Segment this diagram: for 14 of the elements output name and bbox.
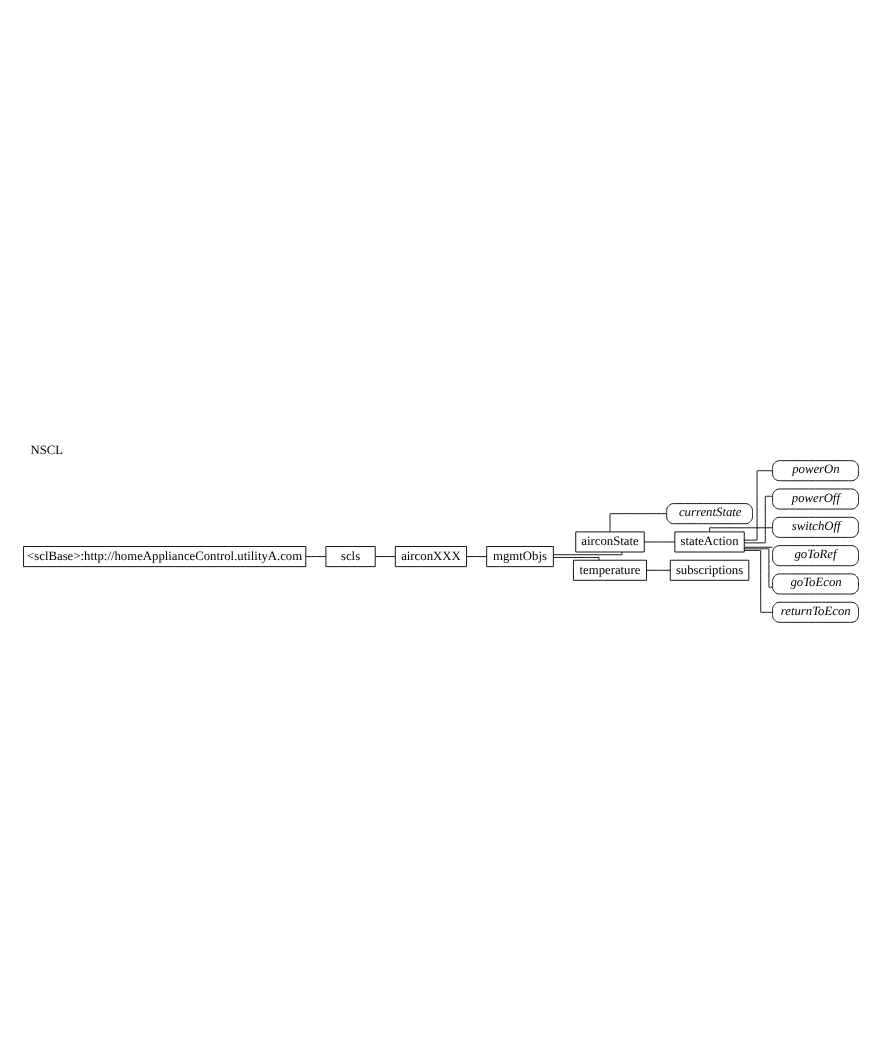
connector (646, 569, 671, 571)
connector (305, 556, 327, 558)
connector (609, 513, 667, 533)
connector (375, 556, 396, 558)
connector (744, 549, 773, 613)
connector (744, 495, 773, 544)
connector (743, 470, 773, 541)
connector (744, 548, 773, 588)
connector (709, 527, 773, 533)
connector (744, 546, 773, 548)
connector (466, 556, 488, 558)
connector (553, 557, 600, 561)
connector (552, 551, 623, 556)
connector (643, 541, 675, 543)
